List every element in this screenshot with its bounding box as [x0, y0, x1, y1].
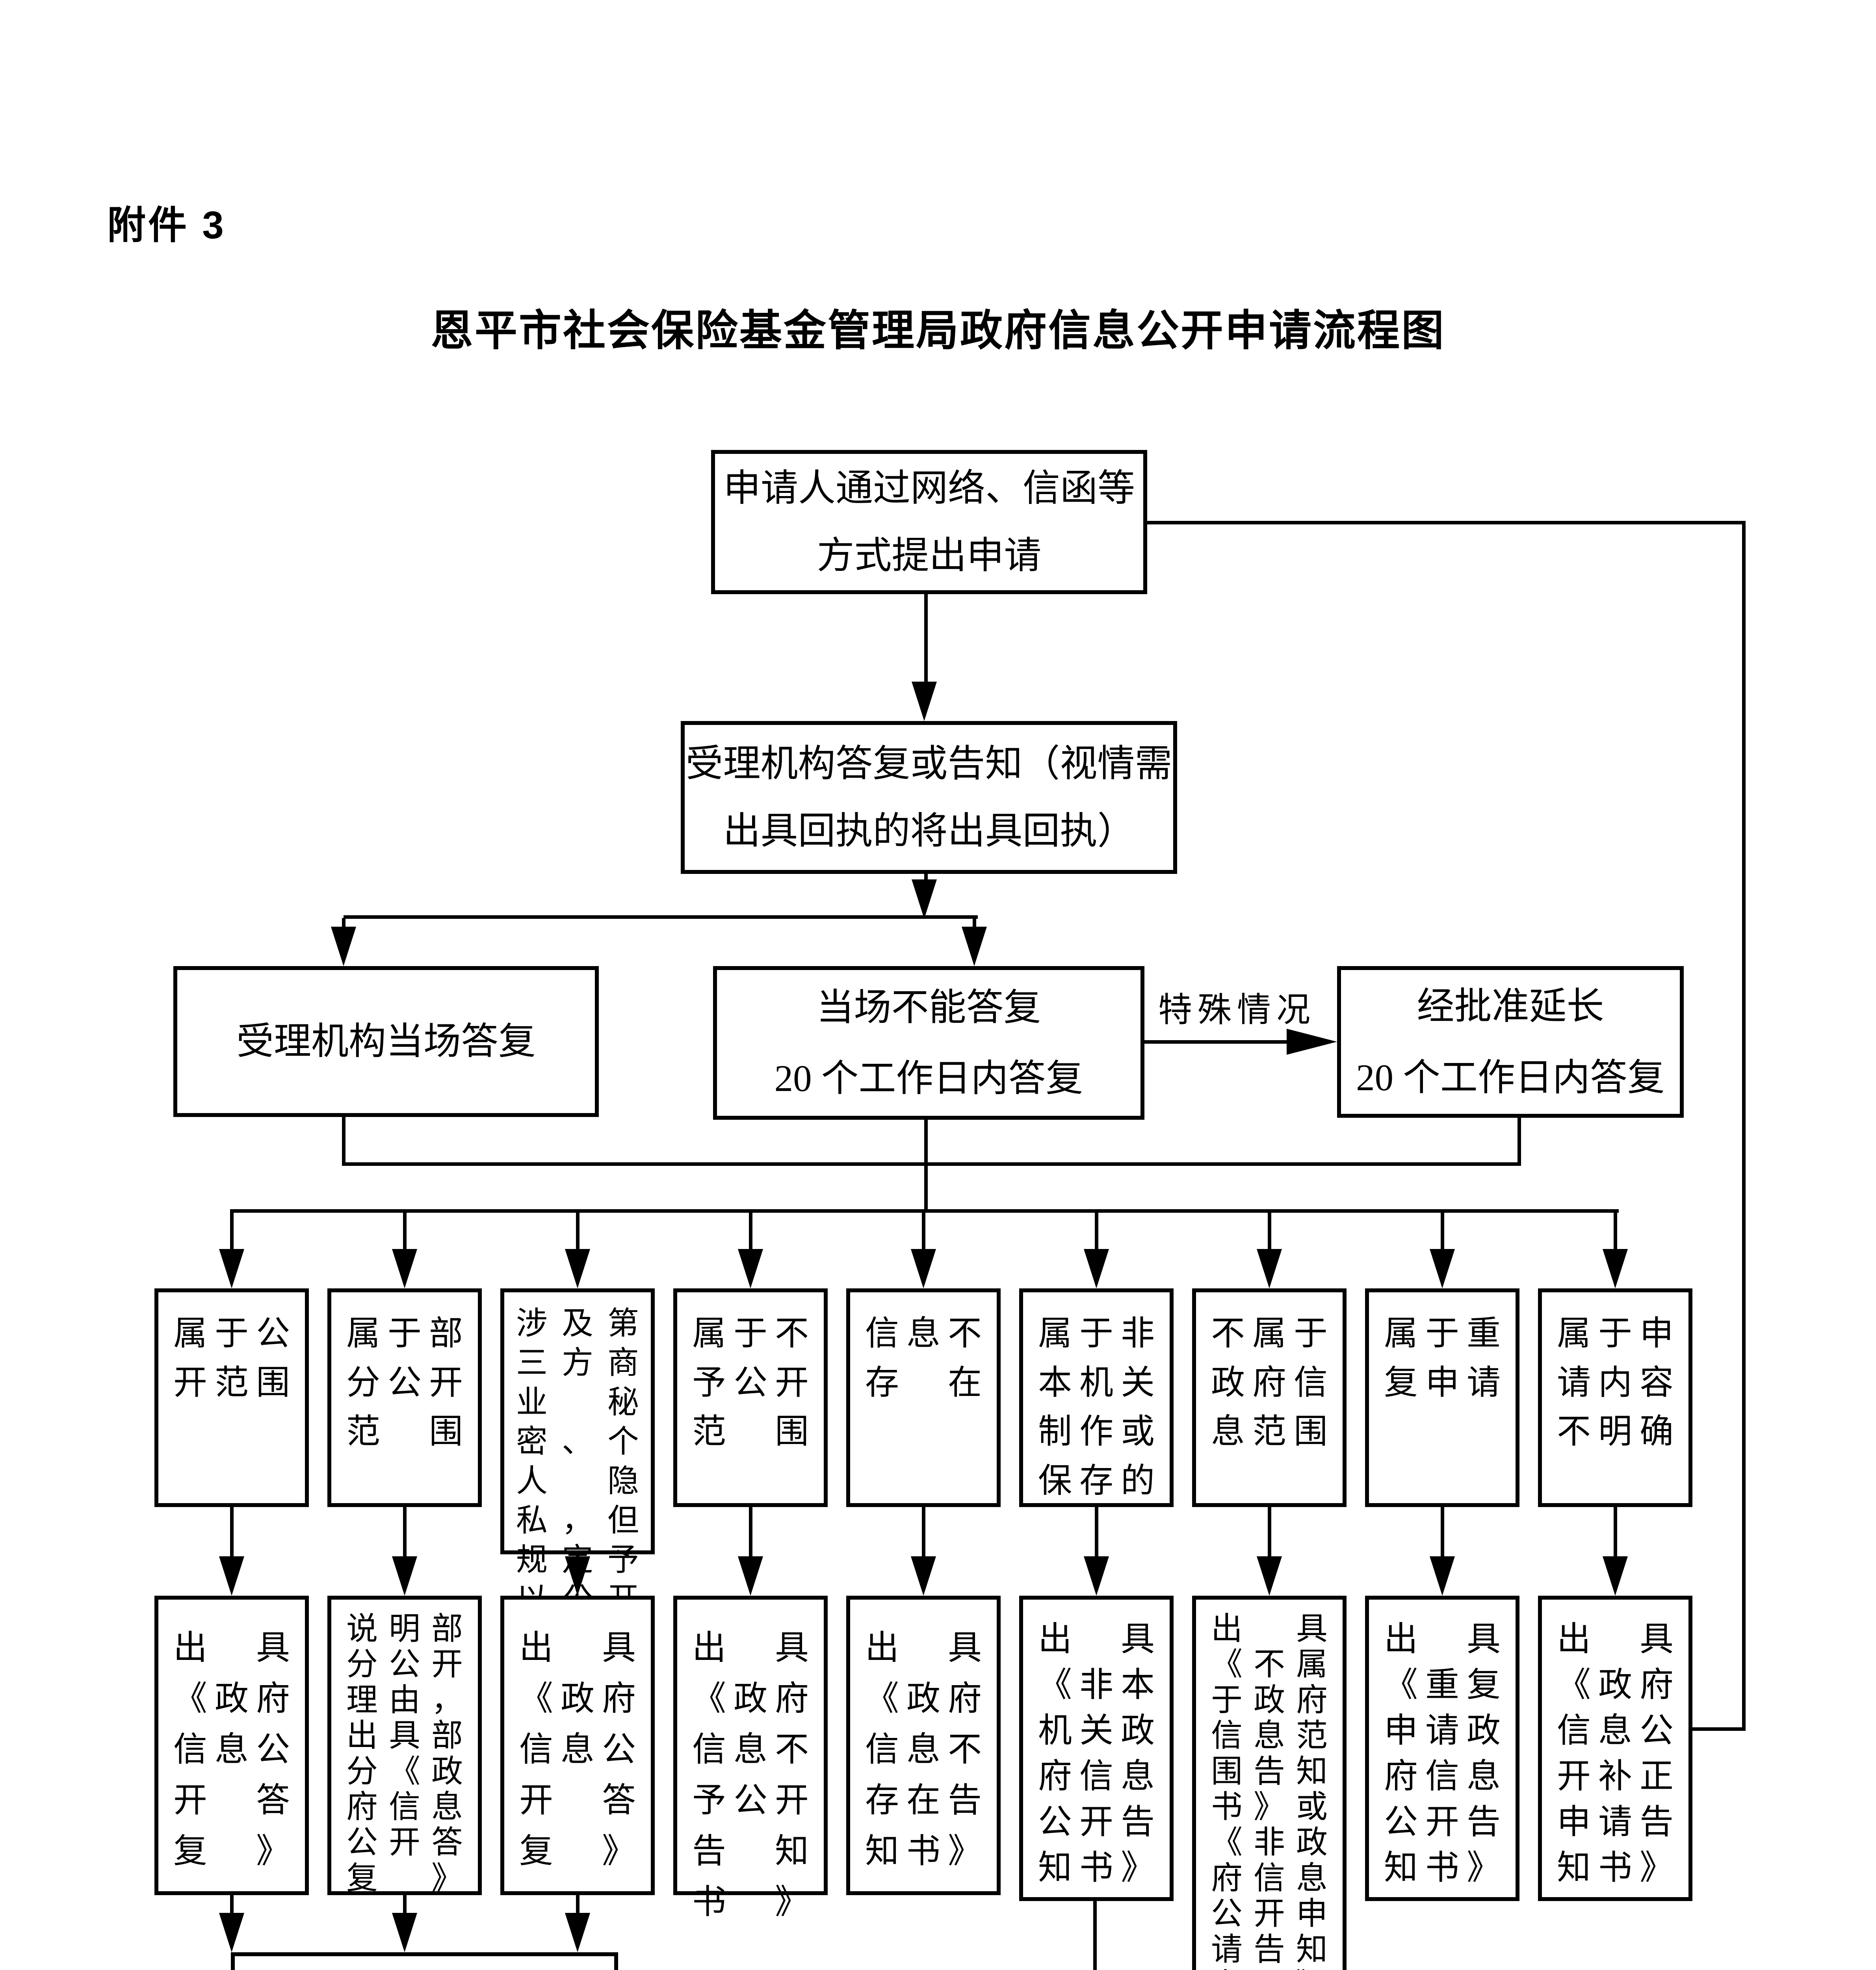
join-line-b — [230, 1209, 1619, 1213]
drop-extend — [1518, 1118, 1521, 1166]
drop-out-8 — [1441, 1507, 1444, 1560]
arrowhead-out-1 — [219, 1556, 244, 1596]
join-line-a — [342, 1162, 1521, 1166]
drop-out-6 — [1095, 1507, 1098, 1560]
node-apply: 申请人通过网络、信函等 方式提出申请 — [711, 450, 1147, 594]
drop-cat-9 — [1614, 1213, 1617, 1250]
special-case-line — [1144, 1040, 1290, 1044]
node-category-public: 属于公开范围 — [154, 1288, 309, 1507]
splitter-line — [344, 915, 978, 919]
node-category-third-party: 涉及第三方商业秘密、个人隐私，但规定予以公开的 — [500, 1288, 655, 1656]
arrowhead-out-8 — [1430, 1556, 1455, 1596]
arrowhead-cat-1 — [219, 1249, 244, 1288]
drop-cat-7 — [1268, 1213, 1271, 1250]
special-case-label: 特殊情况 — [1158, 991, 1316, 1029]
node-category-not-made-here: 属于非本机关制作或保存的 — [1019, 1288, 1174, 1507]
node-outcome-not-this-agency-notice: 出具《非本机关政府信息公开告知书》 — [1019, 1596, 1174, 1901]
node-outcome-repeat-notice: 出具《重复申请政府信息公开告知书》 — [1365, 1596, 1519, 1901]
drop-provide-2 — [403, 1895, 407, 1917]
node-category-repeat: 属于重复申请 — [1365, 1288, 1519, 1507]
node-extend-reply: 经批准延长 20 个工作日内答复 — [1337, 966, 1684, 1118]
node-category-unclear: 属于申请内容不明确 — [1538, 1288, 1692, 1507]
arrowhead-cat-8 — [1430, 1249, 1455, 1288]
drop-cat-4 — [749, 1213, 752, 1250]
arrowhead-out-4 — [738, 1556, 763, 1596]
node-cannot-reply: 当场不能答复 20 个工作日内答复 — [713, 966, 1144, 1120]
loop-line-top — [1147, 521, 1746, 524]
arrowhead-into-accept — [912, 682, 937, 721]
arrowhead-cat-6 — [1084, 1249, 1109, 1288]
drop-out-2 — [403, 1507, 407, 1560]
drop-cannot — [924, 1120, 928, 1213]
arrowhead-out-9 — [1603, 1556, 1628, 1596]
connector-accept-splitter — [924, 874, 928, 884]
node-category-not-exist: 信息不存在 — [846, 1288, 1001, 1507]
drop-out-9 — [1614, 1507, 1617, 1560]
node-outcome-not-gov-info-notice: 出具《不属于政府信息范围告知书》或《非政府信息公开申请告知书》 — [1192, 1596, 1347, 1970]
arrowhead-out-7 — [1257, 1556, 1282, 1596]
drop-cat-6 — [1095, 1213, 1098, 1250]
arrowhead-into-cannot — [962, 927, 987, 966]
arrowhead-at-splitter — [912, 879, 937, 919]
splitter-stem-right — [973, 918, 976, 929]
arrowhead-out-2 — [392, 1556, 417, 1596]
node-outcome-not-exist-notice: 出具《政府信息不存在告知书》 — [846, 1596, 1001, 1895]
drop-provide-3 — [576, 1895, 580, 1917]
arrowhead-cat-3 — [565, 1249, 590, 1288]
node-outcome-supplement-notice: 出具《政府信息公开补正申请告知书》 — [1538, 1596, 1692, 1901]
node-provide: 受理机构提供 — [231, 1952, 618, 1970]
node-category-partial: 属于部分公开范围 — [327, 1288, 482, 1507]
arrowhead-cat-4 — [738, 1249, 763, 1288]
arrowhead-cat-9 — [1603, 1249, 1628, 1288]
node-category-not-gov-info: 不属于政府信息范围 — [1192, 1288, 1347, 1507]
drop-onsite — [342, 1117, 345, 1166]
arrowhead-out-3 — [565, 1556, 590, 1596]
arrowhead-cat-5 — [911, 1249, 936, 1288]
splitter-stem-left — [342, 918, 345, 929]
page-title: 恩平市社会保险基金管理局政府信息公开申请流程图 — [430, 307, 1445, 354]
drop-out-5 — [922, 1507, 925, 1560]
arrowhead-provide-2 — [392, 1913, 417, 1952]
node-outcome-reply-2: 出具《政府信息公开答复》 — [500, 1596, 655, 1895]
drop-cat-3 — [576, 1213, 580, 1250]
drop-cat-8 — [1441, 1213, 1444, 1250]
node-category-not-public: 属于不予公开范围 — [673, 1288, 828, 1507]
drop-cat-1 — [230, 1213, 234, 1250]
drop-out-1 — [230, 1507, 234, 1560]
loop-line-right — [1742, 521, 1746, 1731]
node-outcome-reply: 出具《政府信息公开答复》 — [154, 1596, 309, 1895]
arrowhead-out-6 — [1084, 1556, 1109, 1596]
drop-cat-5 — [922, 1213, 925, 1250]
drop-cat-2 — [403, 1213, 407, 1250]
arrowhead-cat-2 — [392, 1249, 417, 1288]
connector-apply-accept — [924, 594, 928, 686]
node-outcome-partial-reply: 说明部分公开理由，出具部分《政府信息公开答复》 — [327, 1596, 482, 1896]
arrowhead-into-extend — [1287, 1029, 1337, 1055]
drop-out-7 — [1268, 1507, 1271, 1560]
node-onsite-reply: 受理机构当场答复 — [173, 966, 599, 1117]
loop-line-bottom — [1685, 1727, 1746, 1731]
arrowhead-provide-3 — [565, 1913, 590, 1952]
connector-outcome-inform — [1093, 1901, 1097, 1970]
drop-out-4 — [749, 1507, 752, 1560]
arrowhead-provide-1 — [219, 1913, 244, 1952]
node-outcome-not-public-notice: 出具《政府信息不予公开告知书》 — [673, 1596, 828, 1921]
arrowhead-into-onsite — [331, 927, 356, 966]
arrowhead-out-5 — [911, 1556, 936, 1596]
arrowhead-cat-7 — [1257, 1249, 1282, 1288]
node-accept: 受理机构答复或告知（视情需 出具回执的将出具回执） — [681, 721, 1177, 874]
drop-provide-1 — [230, 1895, 234, 1917]
attachment-label: 附件 3 — [107, 203, 226, 247]
